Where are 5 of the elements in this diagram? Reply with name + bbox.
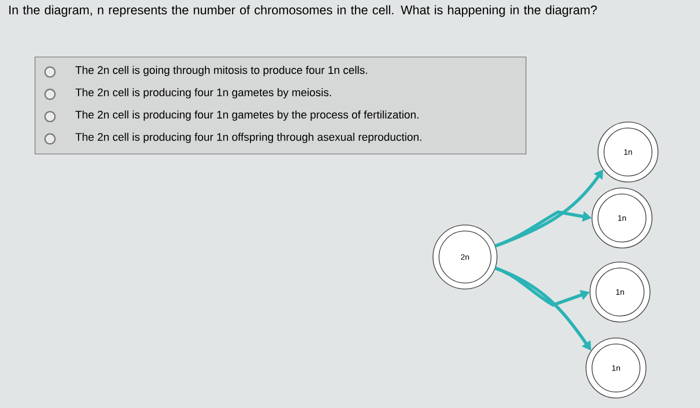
question-text: In the diagram, n represents the number of chromosomes in the cell. What is happening in the diagram? (9, 5, 597, 17)
answer-option: The 2n cell is producing four 1n offspring through asexual reproduction. (75, 132, 422, 144)
answer-option: The 2n cell is going through mitosis to produce four 1n cells. (75, 66, 368, 76)
answer-option: The 2n cell is producing four 1n gametes by the process of fertilization. (75, 110, 418, 121)
answer-option: The 2n cell is producing four 1n gametes by meiosis. (75, 88, 331, 98)
